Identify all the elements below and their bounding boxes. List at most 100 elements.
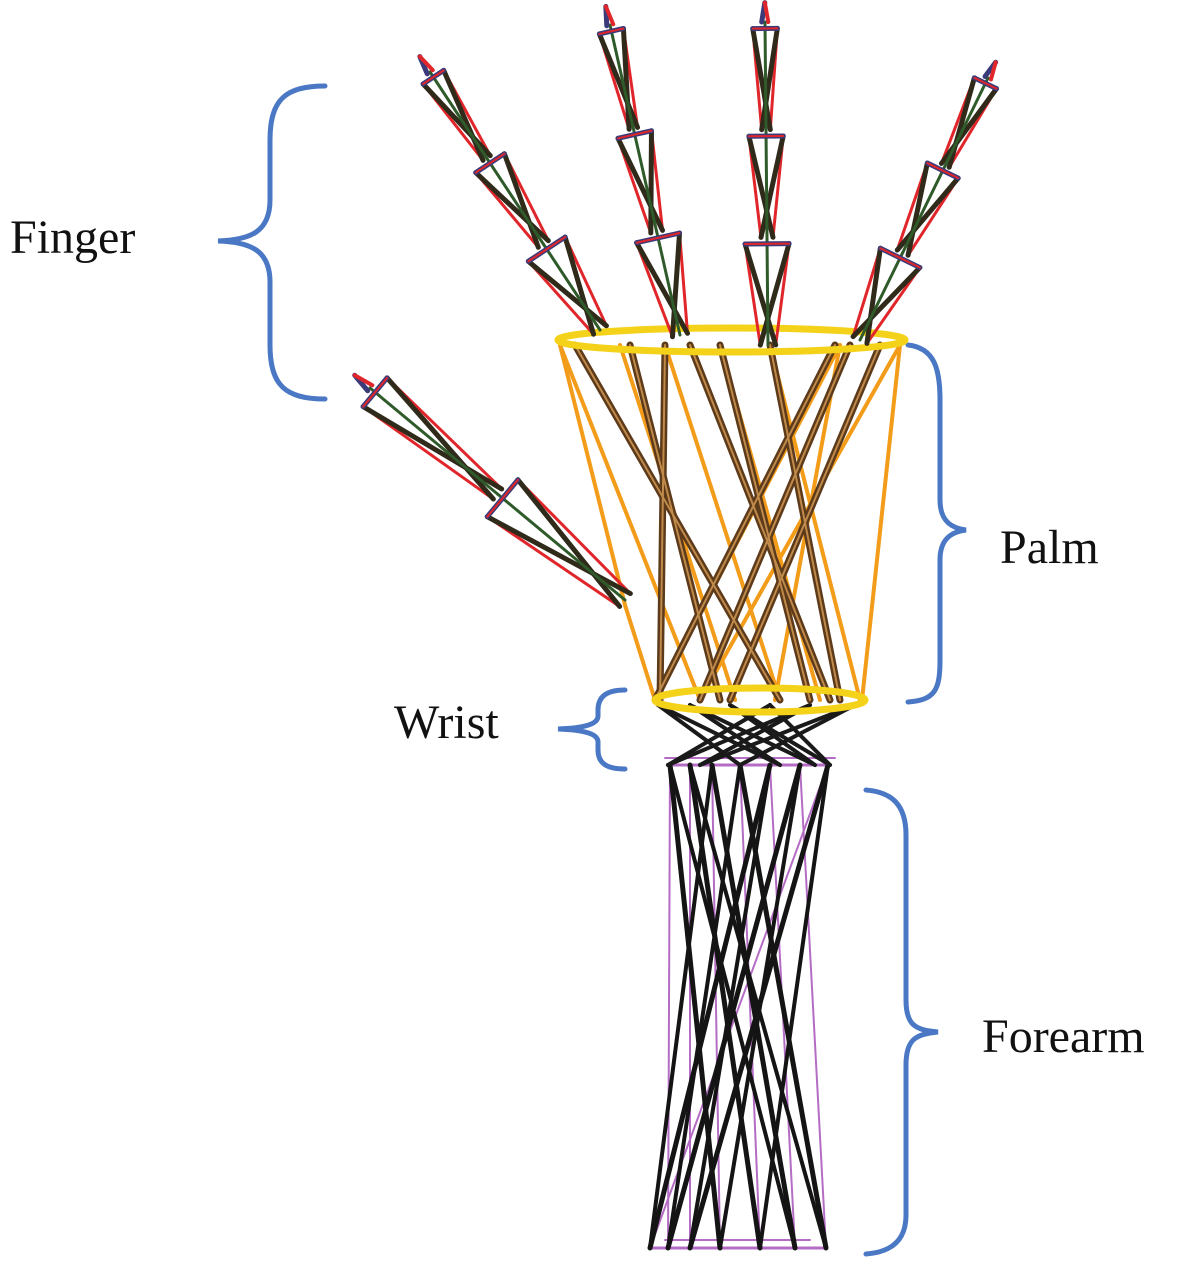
finger-inner-cable [655, 230, 682, 337]
forearm-strut [758, 763, 830, 1250]
wrist-label: Wrist [394, 696, 499, 749]
wrist-strut [656, 703, 782, 767]
palm-strut-highlight [629, 344, 721, 701]
palm-strut-highlight [659, 344, 666, 701]
finger-strut [746, 133, 776, 240]
finger-strut [648, 128, 654, 236]
forearm-strut [687, 762, 763, 1251]
finger-index [417, 54, 609, 337]
forearm-strut [709, 762, 798, 1251]
finger-inner-cable [765, 235, 770, 347]
finger-inner-cable [541, 242, 602, 332]
finger-strut [596, 31, 641, 130]
finger-joint-cable [527, 236, 567, 263]
finger-strut [946, 75, 977, 170]
forearm-strut [737, 762, 829, 1251]
finger-tip [352, 373, 375, 388]
finger-joint-cable [598, 27, 625, 35]
finger-strut [562, 234, 597, 337]
finger-inner-cable [608, 23, 635, 130]
finger-strut [758, 133, 786, 240]
finger-inner-cable [764, 128, 769, 239]
finger-strut [757, 241, 792, 348]
finger-strut [515, 477, 623, 609]
finger-label: Finger [10, 211, 135, 264]
palm-top-ring [554, 324, 909, 356]
finger-inner-cable [901, 163, 947, 255]
finger-strut [938, 86, 1000, 166]
finger-strut [501, 151, 541, 250]
finger-inner-cable [496, 492, 627, 602]
finger-joint-cable [362, 376, 389, 408]
palm-strut-highlight [689, 344, 831, 701]
forearm-strut [647, 762, 773, 1251]
finger-strut [384, 375, 496, 502]
palm-cable [623, 603, 657, 702]
wrist-bracket [557, 687, 628, 772]
palm-strut-highlight [719, 344, 811, 701]
finger-tip [988, 60, 998, 82]
finger-tip [603, 4, 616, 27]
palm-cable [663, 343, 782, 702]
finger-joint-cable [616, 129, 653, 140]
finger-strut [905, 160, 930, 258]
finger-inner-cable [763, 20, 768, 132]
finger-inner-cable [858, 251, 905, 342]
wrist-structure [656, 703, 857, 767]
finger-joint-cable [635, 232, 681, 244]
palm-cable [558, 343, 702, 702]
finger-strut [894, 175, 961, 253]
finger-joint-cable [486, 478, 519, 518]
palm-strut-highlight [574, 344, 781, 701]
finger-joint-cable [474, 152, 506, 174]
finger-strut [615, 135, 666, 233]
finger-strut [759, 25, 780, 133]
finger-tip [762, 0, 771, 24]
forearm-bracket [863, 787, 939, 1257]
finger-inner-cable [485, 156, 545, 246]
brackets [217, 83, 967, 1257]
finger-strut [360, 404, 505, 492]
palm-strut-highlight [729, 344, 881, 701]
finger-inner-cable [428, 70, 489, 160]
finger-joint-cable [422, 69, 445, 85]
finger-middle [596, 3, 691, 340]
finger-strut [669, 230, 683, 340]
finger-strut [473, 170, 551, 244]
forearm-cable [739, 764, 761, 1249]
finger-inner-cable [943, 76, 990, 167]
finger-little [850, 59, 1000, 346]
palm-label: Palm [1000, 521, 1099, 574]
finger-ring [742, 0, 792, 348]
finger-strut [742, 241, 779, 348]
finger-strut [420, 81, 493, 159]
palm-cable [558, 343, 627, 607]
finger-bracket [217, 83, 328, 402]
finger-structures [352, 0, 1000, 609]
finger-joint-cable [879, 247, 921, 269]
finger-inner-cable [368, 386, 499, 496]
finger-strut [850, 265, 923, 340]
palm-structure [554, 324, 909, 716]
palm-bottom-ring [651, 684, 869, 716]
finger-strut [441, 67, 486, 163]
palm-bracket [905, 342, 967, 705]
finger-cable [485, 515, 622, 608]
finger-inner-cable [631, 126, 659, 234]
finger-strut [634, 240, 691, 336]
finger-tip [417, 54, 435, 73]
finger-strut [750, 26, 773, 133]
forearm-strut [688, 763, 828, 1250]
finger-strut [864, 245, 883, 346]
wrist-strut [688, 703, 817, 767]
palm-cable [860, 343, 902, 702]
palm-strut-highlight [699, 344, 851, 701]
finger-strut [620, 25, 632, 132]
finger-strut [525, 258, 609, 329]
finger-joint-cable [973, 76, 998, 90]
palm-strut-highlight [654, 344, 836, 701]
forearm-strut [668, 763, 797, 1250]
palm-cable [698, 343, 902, 702]
